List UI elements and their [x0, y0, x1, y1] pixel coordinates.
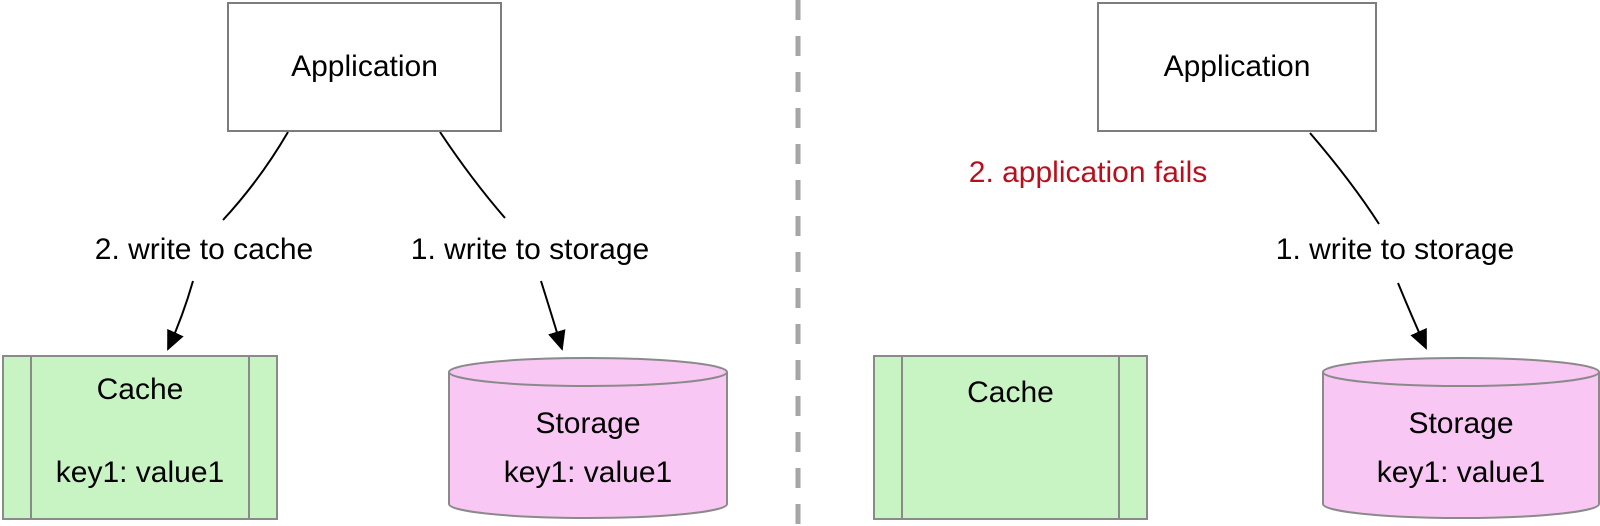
arrow-to-storage-right	[1397, 282, 1427, 350]
application-label-right: Application	[1163, 50, 1311, 83]
cache-title-left: Cache	[96, 373, 184, 406]
edge-app-to-write-cache-label	[222, 131, 289, 221]
write-to-storage-label-left: 1. write to storage	[410, 233, 650, 266]
cache-node-right: Cache	[873, 355, 1148, 520]
application-label-left: Application	[291, 50, 438, 83]
cache-title-right: Cache	[967, 376, 1054, 409]
cache-node-left: Cache key1: value1	[2, 355, 278, 520]
application-fails-label: 2. application fails	[968, 156, 1208, 189]
storage-title-left: Storage	[535, 407, 641, 440]
storage-cylinder-left	[448, 357, 728, 519]
storage-title-right: Storage	[1408, 407, 1514, 440]
write-to-storage-label-right: 1. write to storage	[1275, 233, 1515, 266]
storage-node-right: Storage key1: value1	[1323, 358, 1599, 520]
storage-entry-right: key1: value1	[1376, 456, 1546, 489]
application-node-right: Application	[1097, 2, 1377, 132]
cache-right-vline	[248, 357, 250, 518]
edge-app-to-write-storage-label-right	[1309, 132, 1380, 225]
write-to-cache-label: 2. write to cache	[94, 233, 314, 266]
cache-left-vline	[901, 357, 903, 518]
storage-entry-left: key1: value1	[503, 456, 673, 489]
storage-node-left: Storage key1: value1	[449, 358, 727, 520]
cache-right-vline	[1118, 357, 1120, 518]
cache-left-vline	[30, 357, 32, 518]
edge-app-to-write-storage-label	[439, 131, 506, 219]
arrow-to-cache	[167, 280, 194, 351]
storage-cylinder-right	[1322, 357, 1600, 519]
arrow-to-storage-left	[540, 280, 566, 351]
cache-entry-left: key1: value1	[55, 456, 225, 489]
application-node-left: Application	[227, 2, 502, 132]
